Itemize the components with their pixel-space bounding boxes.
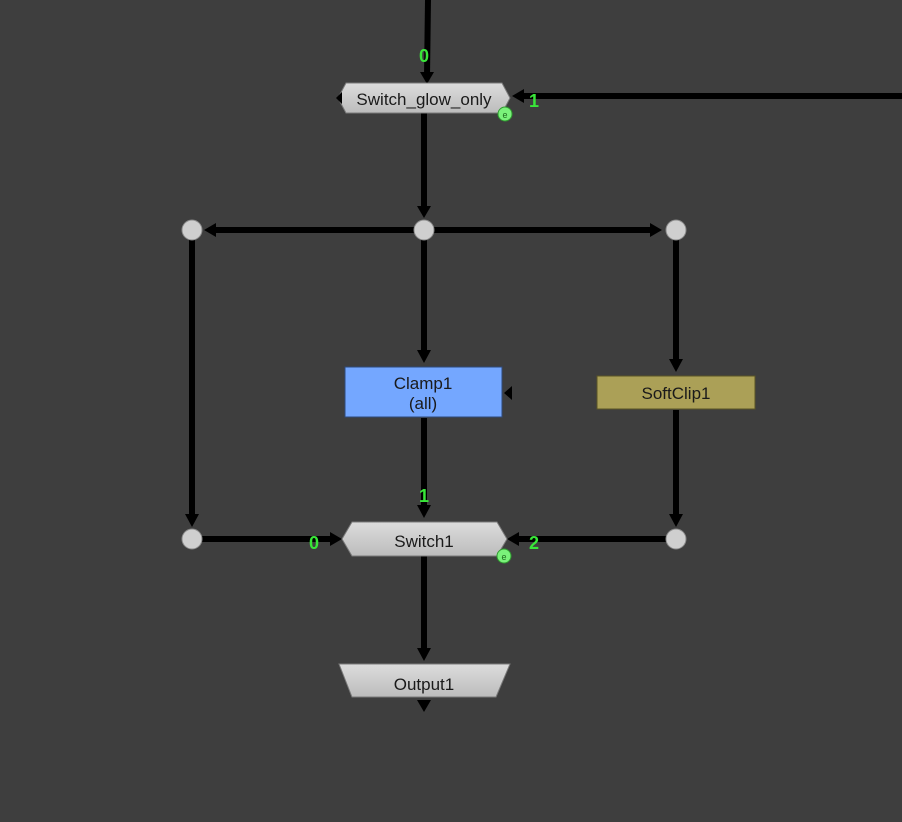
port-labels: 0 1 1 0 2 — [309, 46, 539, 553]
arrowhead-icon — [417, 206, 431, 218]
edges — [185, 0, 902, 712]
output-arrow-icon — [417, 700, 431, 712]
arrowhead-icon — [507, 532, 519, 546]
arrowhead-icon — [185, 514, 199, 527]
dot-nodes — [181, 219, 687, 550]
arrowhead-icon — [420, 72, 434, 84]
arrowhead-icon — [512, 89, 524, 103]
node-label-output1: Output1 — [394, 675, 455, 694]
clamp-node-shape[interactable] — [344, 366, 503, 418]
port-label-switch1-in2: 2 — [529, 533, 539, 553]
green-circle-e-icon: e — [496, 548, 512, 564]
node-label-clamp1: Clamp1 — [394, 374, 453, 393]
dot-node-icon[interactable] — [181, 219, 203, 241]
svg-text:e: e — [501, 552, 506, 562]
svg-text:e: e — [502, 110, 507, 120]
input-arrow-icon — [336, 92, 342, 104]
output-node-shape[interactable] — [338, 663, 511, 698]
arrowhead-icon — [417, 350, 431, 363]
node-sublabel-clamp1: (all) — [409, 394, 437, 413]
arrowhead-icon — [669, 359, 683, 372]
dot-node-icon[interactable] — [181, 528, 203, 550]
port-label-switch-glow-in0: 0 — [419, 46, 429, 66]
dot-node-icon[interactable] — [665, 219, 687, 241]
arrowhead-icon — [669, 514, 683, 527]
dot-node-icon[interactable] — [413, 219, 435, 241]
green-circle-e-icon: e — [497, 106, 513, 122]
port-label-switch1-in0: 0 — [309, 533, 319, 553]
edge-top-input — [424, 0, 431, 77]
node-switch-glow-only[interactable]: Switch_glow_only e — [336, 82, 513, 122]
node-clamp1[interactable]: Clamp1 (all) — [344, 366, 503, 418]
node-label-softclip1: SoftClip1 — [642, 384, 711, 403]
port-label-switch-glow-in1: 1 — [529, 91, 539, 111]
node-switch1[interactable]: Switch1 e — [341, 521, 512, 564]
arrowhead-icon — [417, 648, 431, 661]
node-label-switch-glow-only: Switch_glow_only — [356, 90, 492, 109]
dot-node-icon[interactable] — [665, 528, 687, 550]
node-label-switch1: Switch1 — [394, 532, 454, 551]
mask-input-arrow-icon[interactable] — [504, 386, 512, 400]
port-label-switch1-in1: 1 — [419, 486, 429, 506]
softclip-node-shape[interactable] — [596, 375, 756, 410]
arrowhead-icon — [650, 223, 662, 237]
arrowhead-icon — [330, 532, 342, 546]
arrowhead-icon — [204, 223, 216, 237]
node-output1[interactable]: Output1 — [338, 663, 511, 698]
node-softclip1[interactable]: SoftClip1 — [596, 375, 756, 410]
arrowhead-icon — [417, 505, 431, 518]
